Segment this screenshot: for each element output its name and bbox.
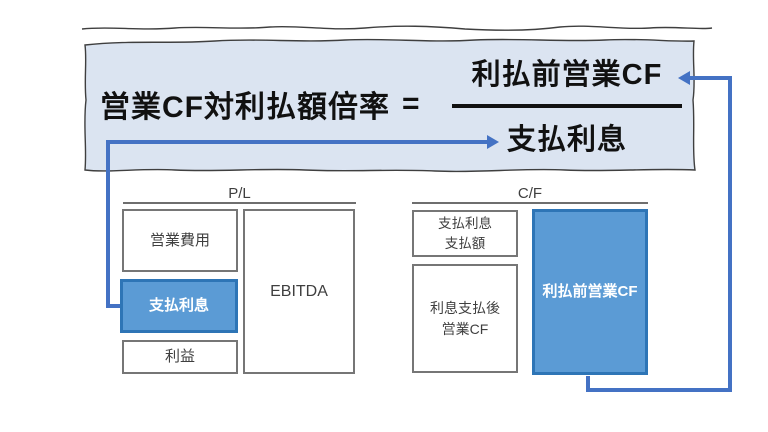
fraction-bar <box>452 104 682 108</box>
cf-box-cf-before-interest-label: 利払前営業CF <box>542 283 638 301</box>
formula-title-text: 営業CF対利払額倍率 <box>100 91 390 124</box>
cf-box-cf-after-interest-line1: 利息支払後 <box>430 300 500 317</box>
pl-box-operating-expenses: 営業費用 <box>122 209 238 272</box>
cf-section-underline <box>412 202 648 204</box>
pl-box-interest-paid-label: 支払利息 <box>148 297 209 315</box>
arrow-pre-interest-cf-connector <box>586 71 732 392</box>
arrow-right-head <box>487 135 499 149</box>
pl-box-interest-paid: 支払利息 <box>120 279 238 333</box>
cf-box-interest-paid-amount: 支払利息 支払額 <box>412 210 518 257</box>
formula-denominator: 支払利息 <box>506 124 627 156</box>
formula-numerator: 利払前営業CF <box>471 59 663 91</box>
pl-box-profit-label: 利益 <box>164 348 195 366</box>
formula-title: 営業CF対利払額倍率 = <box>100 86 421 124</box>
arrow-interest-paid-connector <box>106 135 499 308</box>
cf-box-cf-before-interest: 利払前営業CF <box>532 209 648 375</box>
pl-box-ebitda: EBITDA <box>243 209 355 374</box>
cf-box-interest-paid-amount-line1: 支払利息 <box>438 215 492 231</box>
pl-box-operating-expenses-label: 営業費用 <box>149 231 210 249</box>
equals-sign: = <box>402 87 421 120</box>
pl-section-underline <box>123 202 356 204</box>
pl-box-ebitda-label: EBITDA <box>270 282 328 300</box>
arrow-left-head <box>678 71 690 85</box>
torn-paper-banner <box>84 38 696 173</box>
pl-section-label: P/L <box>228 184 251 202</box>
cf-section-label: C/F <box>517 184 543 202</box>
torn-edge-line <box>81 25 713 32</box>
cf-box-interest-paid-amount-line2: 支払額 <box>444 235 486 251</box>
cf-box-cf-after-interest-line2: 営業CF <box>441 320 489 337</box>
pl-box-profit: 利益 <box>122 340 238 374</box>
cf-box-cf-after-interest: 利息支払後 営業CF <box>412 264 518 373</box>
